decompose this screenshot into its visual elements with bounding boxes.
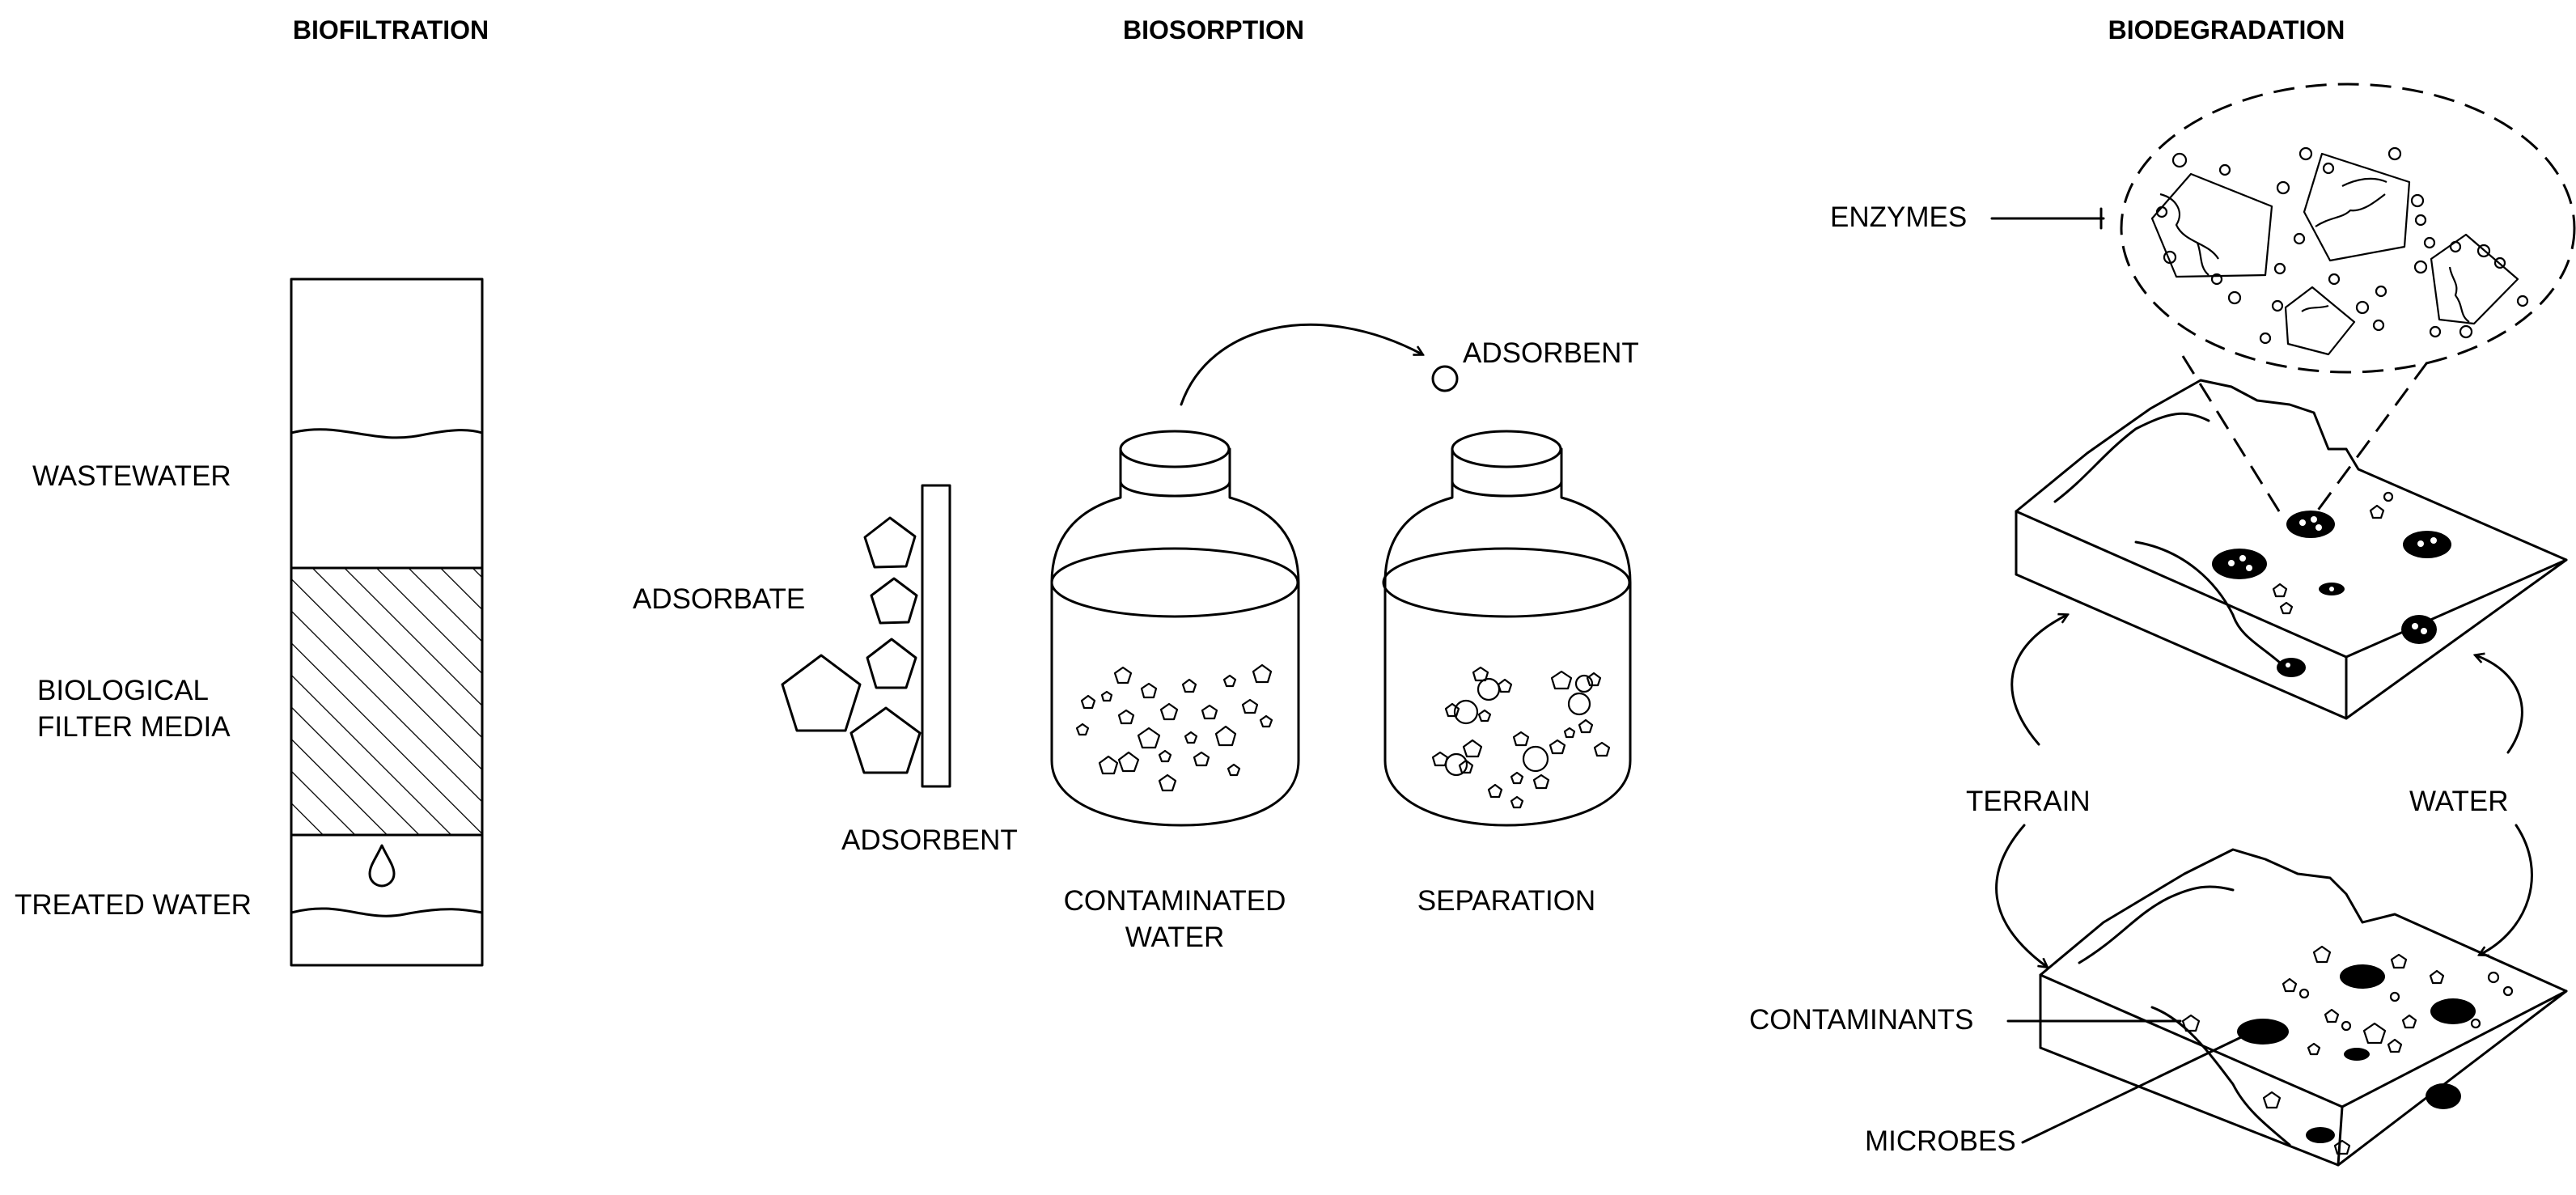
- title-biofiltration: BIOFILTRATION: [293, 15, 489, 44]
- wastewater-surface-wave: [290, 428, 484, 439]
- soil-block-lower: [2039, 848, 2568, 1167]
- terrain-arrow-up: [2010, 615, 2067, 746]
- label-contaminants: CONTAMINANTS: [1749, 1004, 1973, 1036]
- label-separation: SEPARATION: [1417, 885, 1595, 917]
- zoom-guide-right: [2311, 362, 2429, 519]
- zoom-guide-left: [2181, 355, 2285, 519]
- microbes-lower: [2237, 964, 2476, 1143]
- title-biosorption: BIOSORPTION: [1123, 15, 1304, 44]
- treated-water-surface-wave: [290, 907, 484, 917]
- label-treated-water: TREATED WATER: [15, 889, 252, 921]
- title-biodegradation: BIODEGRADATION: [2108, 15, 2345, 44]
- label-water: WATER: [2409, 786, 2508, 817]
- water-arrow-down: [2480, 824, 2533, 955]
- jar-separation-bound-particles: [1431, 666, 1611, 809]
- label-adsorbent-particle: ADSORBENT: [1463, 337, 1639, 369]
- enzyme-contaminants-zoomed: [2150, 152, 2519, 356]
- enzyme-zoom-ellipse: [2120, 83, 2576, 374]
- filter-media-hatch: [290, 566, 484, 837]
- water-arrow-up: [2476, 655, 2523, 754]
- label-filter-media-1: BIOLOGICAL: [37, 675, 209, 706]
- terrain-arrow-down: [1995, 824, 2047, 967]
- label-wastewater: WASTEWATER: [32, 460, 231, 492]
- jar-contaminated-contaminants: [1075, 663, 1273, 792]
- adsorbate-particles: [781, 516, 922, 774]
- microbes-leader-line: [2021, 1036, 2243, 1144]
- transfer-arrow: [1180, 323, 1422, 406]
- label-filter-media-2: FILTER MEDIA: [37, 711, 231, 743]
- biofiltration-column: [290, 278, 484, 967]
- adsorbent-particle: [1431, 365, 1459, 392]
- label-adsorbate: ADSORBATE: [633, 583, 805, 615]
- enzyme-particles: [2155, 146, 2529, 345]
- label-terrain: TERRAIN: [1966, 786, 2091, 817]
- adsorbent-plate: [921, 484, 951, 788]
- label-contaminated-2: WATER: [1125, 922, 1224, 953]
- label-contaminated-1: CONTAMINATED: [1064, 885, 1286, 917]
- contaminants-upper: [2272, 491, 2394, 615]
- water-droplet-icon: [368, 844, 396, 888]
- contaminants-lower: [2181, 945, 2514, 1155]
- microbes-upper: [2212, 511, 2451, 677]
- soil-block-upper: [2015, 379, 2568, 720]
- label-microbes: MICROBES: [1865, 1125, 2016, 1157]
- jar-contaminated: [1050, 430, 1300, 827]
- jar-separation: [1382, 430, 1632, 827]
- label-adsorbent-plate: ADSORBENT: [841, 824, 1018, 856]
- label-enzymes: ENZYMES: [1830, 201, 1967, 233]
